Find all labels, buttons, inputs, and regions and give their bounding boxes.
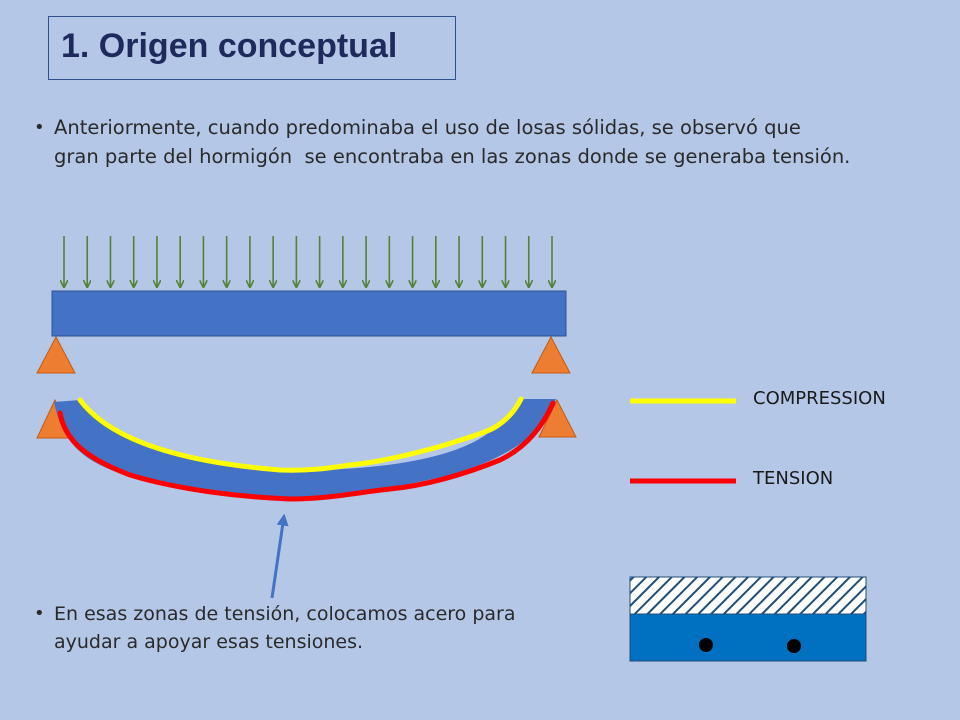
rebar-left [699, 638, 713, 652]
note-text: En esas zonas de tensión, colocamos acer… [54, 600, 516, 656]
beam [51, 290, 567, 337]
note-line-2: ayudar a apoyar esas tensiones. [54, 631, 364, 653]
left-support [36, 335, 76, 374]
pointer-arrow [270, 513, 289, 599]
distributed-load [64, 236, 552, 287]
right-support [531, 335, 571, 374]
deflected-beam [54, 399, 556, 499]
title-box: 1. Origen conceptual [48, 16, 456, 80]
note-line-1: En esas zonas de tensión, colocamos acer… [54, 603, 516, 625]
rebar-right [787, 639, 801, 653]
compression-zone-hatch [629, 576, 867, 615]
compression-line [77, 396, 524, 473]
intro-line-1: Anteriormente, cuando predominaba el uso… [54, 116, 801, 139]
tension-line [57, 400, 556, 502]
bullet-marker: • [34, 117, 45, 138]
right-support-deformed [538, 398, 577, 438]
bullet-marker: • [34, 603, 45, 624]
legend-tension-label: TENSION [753, 468, 834, 489]
legend-compression-label: COMPRESSION [753, 388, 886, 409]
page-title: 1. Origen conceptual [61, 27, 398, 65]
cross-section [629, 576, 867, 662]
tension-zone [629, 613, 867, 662]
intro-text: Anteriormente, cuando predominaba el uso… [54, 113, 850, 171]
intro-line-2: gran parte del hormigón se encontraba en… [54, 145, 851, 168]
